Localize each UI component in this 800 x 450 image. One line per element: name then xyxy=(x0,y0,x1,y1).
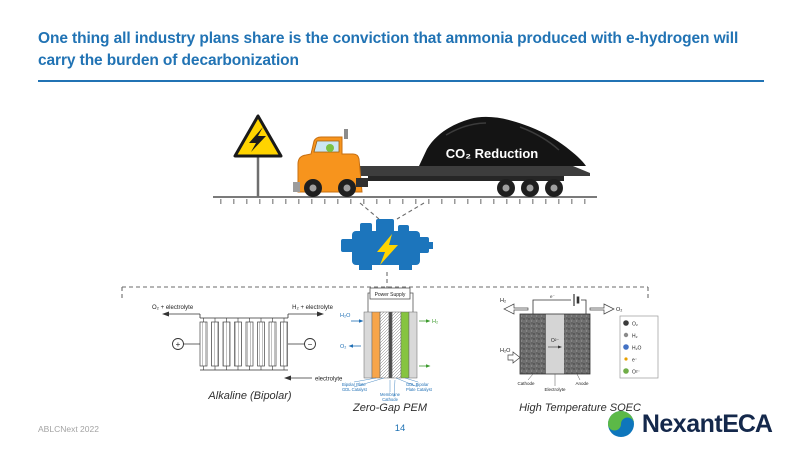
soec-oxide-ion-label: O²⁻ xyxy=(551,338,560,344)
alkaline-manifolds xyxy=(199,314,289,371)
soec-h2o-label: H₂O xyxy=(500,348,511,354)
soec-diagram: e⁻ H₂ O₂ H₂O O²⁻ Cathode Electrolyte A xyxy=(500,294,659,392)
logo-name: Nexant xyxy=(641,409,723,438)
alkaline-flow-arrows xyxy=(162,311,324,381)
engine-icon xyxy=(341,219,433,270)
soec-gas-arrows xyxy=(503,303,615,364)
alkaline-o2-label: O₂ + electrolyte xyxy=(152,305,194,311)
slide-title: One thing all industry plans share is th… xyxy=(38,30,739,69)
alkaline-electrolyte-label: electrolyte xyxy=(315,377,343,383)
pem-gdl-bipolar-label: GDL Bipolar xyxy=(406,382,429,387)
pem-gdl-catalyst-label: GDL Catalyst xyxy=(342,387,368,392)
pem-h2o-label: H₂O xyxy=(340,313,351,319)
slide-header: One thing all industry plans share is th… xyxy=(38,28,764,83)
alkaline-h2-label: H₂ + electrolyte xyxy=(292,305,334,311)
truck-wheels xyxy=(304,179,563,197)
nexanteca-swirl-icon xyxy=(607,411,634,437)
truck-illustration: CO₂ Reduction xyxy=(293,116,590,197)
soec-h2-label: H₂ xyxy=(500,298,506,304)
pem-right-arrows xyxy=(419,319,431,368)
pem-cell-layers xyxy=(363,311,418,379)
pem-left-arrows xyxy=(348,319,364,348)
alkaline-cells xyxy=(199,321,288,367)
soec-legend: O₂ H₂ H₂O e⁻ O²⁻ xyxy=(619,315,659,379)
alkaline-diagram: O₂ + electrolyte H₂ + electrolyte electr… xyxy=(152,305,343,383)
soec-electron-label: e⁻ xyxy=(550,294,556,299)
soec-circuit xyxy=(532,294,587,314)
soec-anode-label: Anode xyxy=(575,381,589,386)
soec-cell: O²⁻ xyxy=(519,313,591,375)
trailer-bed xyxy=(356,166,590,176)
co2-reduction-label: CO₂ Reduction xyxy=(446,146,539,161)
high-voltage-sign-icon xyxy=(233,114,283,197)
driver xyxy=(326,144,334,152)
legend-h2: H₂ xyxy=(632,334,638,340)
alkaline-terminals: + − xyxy=(172,338,316,350)
positive-terminal-label: + xyxy=(176,340,181,349)
soec-caption: High Temperature SOEC xyxy=(519,402,641,414)
pem-power-supply-label: Power Supply xyxy=(375,292,406,298)
pem-bipolar-plate-label: Bipolar Plate xyxy=(342,382,366,387)
page-number: 14 xyxy=(394,423,406,434)
road xyxy=(213,196,597,204)
pem-membrane-label: Membrane xyxy=(380,392,401,397)
legend-h2o: H₂O xyxy=(632,346,642,352)
lightning-bolt-icon xyxy=(377,234,398,265)
pem-caption: Zero-Gap PEM xyxy=(353,402,427,414)
soec-label-leaders xyxy=(527,373,581,386)
legend-o2: O₂ xyxy=(632,322,638,328)
pem-o2-label: O₂ xyxy=(340,344,346,350)
soec-electrolyte-label: Electrolyte xyxy=(544,387,566,392)
pem-h2-label: H₂ xyxy=(432,319,438,325)
legend-oxide-ion: O²⁻ xyxy=(632,370,641,376)
soec-cathode-label: Cathode xyxy=(517,381,535,386)
nexanteca-logo: NexantECA xyxy=(605,408,773,440)
coal-pile xyxy=(419,116,586,166)
truck-cab xyxy=(293,129,368,193)
truck-energy-scene: CO₂ Reduction xyxy=(121,114,649,301)
pem-diagram: Power Supply H₂O O₂ H₂ xyxy=(340,287,438,402)
logo-suffix: ECA xyxy=(722,409,773,438)
pem-plate-catalyst-label: Plate Catalyst xyxy=(406,387,433,392)
legend-electron: e⁻ xyxy=(632,358,638,364)
logo-wordmark: NexantECA xyxy=(641,409,773,439)
pem-cathode-label: Cathode xyxy=(382,397,399,402)
footer-event-label: ABLCNext 2022 xyxy=(38,424,99,434)
soec-o2-label: O₂ xyxy=(616,307,622,313)
alkaline-caption: Alkaline (Bipolar) xyxy=(208,390,292,402)
pem-leader-lines xyxy=(353,377,419,398)
negative-terminal-label: − xyxy=(308,340,313,349)
